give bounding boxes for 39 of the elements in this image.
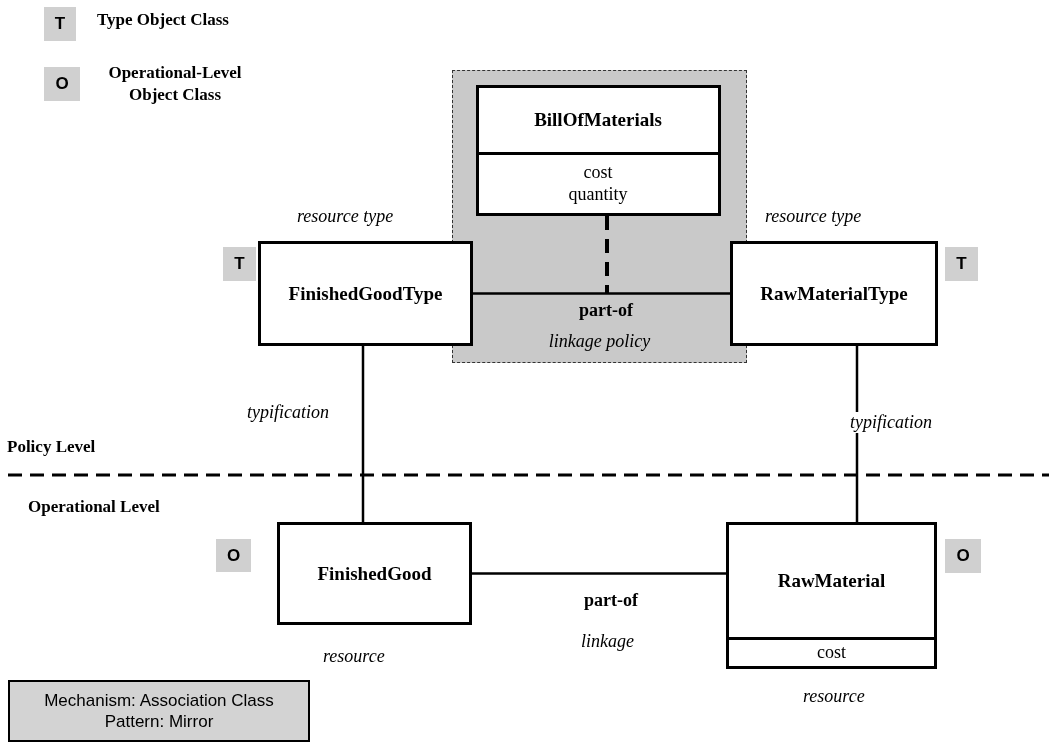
class-name: FinishedGoodType (287, 281, 444, 306)
class-name: RawMaterial (776, 569, 887, 594)
role-label: resource type (297, 206, 394, 227)
level-label: Operational Level (28, 497, 160, 517)
class-box (277, 522, 472, 625)
class-badge: T (44, 7, 76, 41)
class-box (726, 522, 937, 669)
role-label: resource type (765, 206, 862, 227)
class-name: BillOfMaterials (533, 107, 663, 132)
connector-line (361, 346, 365, 522)
class-badge: O (216, 539, 251, 572)
class-badge: O (945, 539, 981, 573)
info-box: Mechanism: Association Class Pattern: Mirror (8, 680, 310, 742)
class-badge: T (223, 247, 256, 281)
class-badge: T (945, 247, 978, 281)
role-label: resource (323, 646, 385, 667)
connector-line (473, 292, 730, 295)
role-label: resource (803, 686, 865, 707)
class-box (258, 241, 473, 346)
edge-label: typification (848, 412, 934, 433)
attribute-list: cost (729, 637, 934, 666)
edge-label: part-of (577, 300, 635, 321)
class-name: FinishedGood (316, 561, 433, 586)
class-badge: O (44, 67, 80, 101)
class-name: RawMaterialType (759, 281, 909, 306)
note-label: linkage (581, 631, 634, 652)
association-class-area (452, 70, 747, 363)
connector-line (855, 346, 859, 522)
edge-label: part-of (582, 590, 640, 611)
class-box (475, 84, 721, 216)
association-label: linkage policy (547, 331, 652, 352)
badge-caption: Type Object Class (97, 9, 229, 31)
badge-caption: Operational-Level Object Class (107, 62, 243, 107)
attribute-list: cost quantity (478, 151, 718, 213)
level-label: Policy Level (7, 437, 96, 457)
dashed-connector (605, 216, 609, 294)
connector-line (472, 572, 726, 575)
edge-label: typification (245, 402, 331, 423)
class-box (730, 241, 938, 346)
